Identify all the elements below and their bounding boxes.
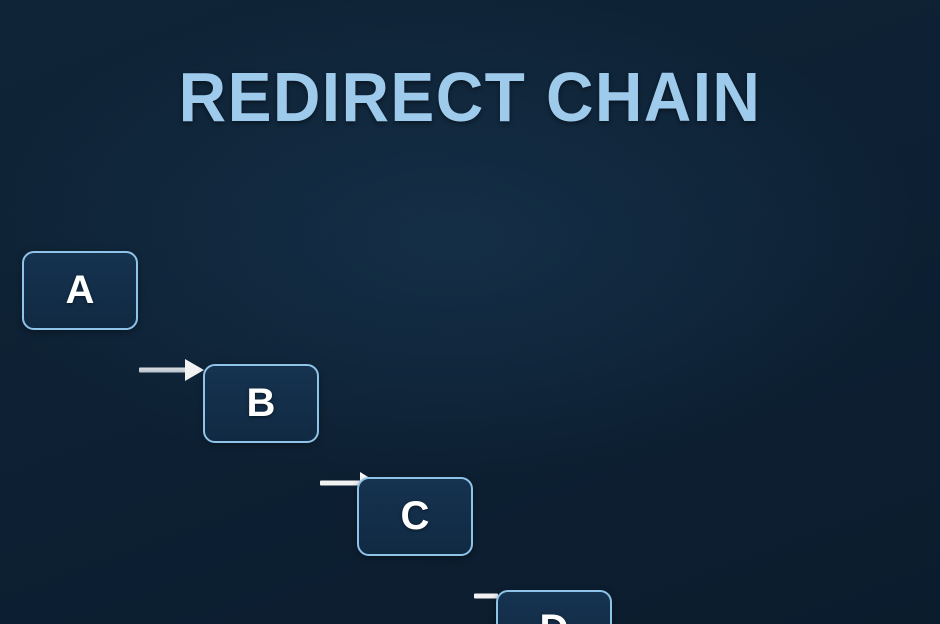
chain-node-b-label: B <box>246 381 276 425</box>
connector-a-to-b <box>139 353 205 387</box>
connector-c-to-d-shaft <box>474 593 498 599</box>
connector-b-to-c-shaft <box>320 480 366 486</box>
connector-a-to-b-arrowhead <box>185 359 204 381</box>
chain-node-c-label: C <box>400 494 430 538</box>
chain-node-b: B <box>203 364 319 443</box>
chain-node-c: C <box>357 477 473 556</box>
chain-node-a: A <box>22 251 138 330</box>
chain-node-d-label: D <box>540 607 569 624</box>
connector-a-to-b-shaft <box>139 367 191 373</box>
page-title: REDIRECT CHAIN <box>178 58 762 136</box>
connector-c-to-d <box>474 579 502 613</box>
chain-node-a-label: A <box>65 268 95 312</box>
chain-node-d: D <box>496 590 612 624</box>
